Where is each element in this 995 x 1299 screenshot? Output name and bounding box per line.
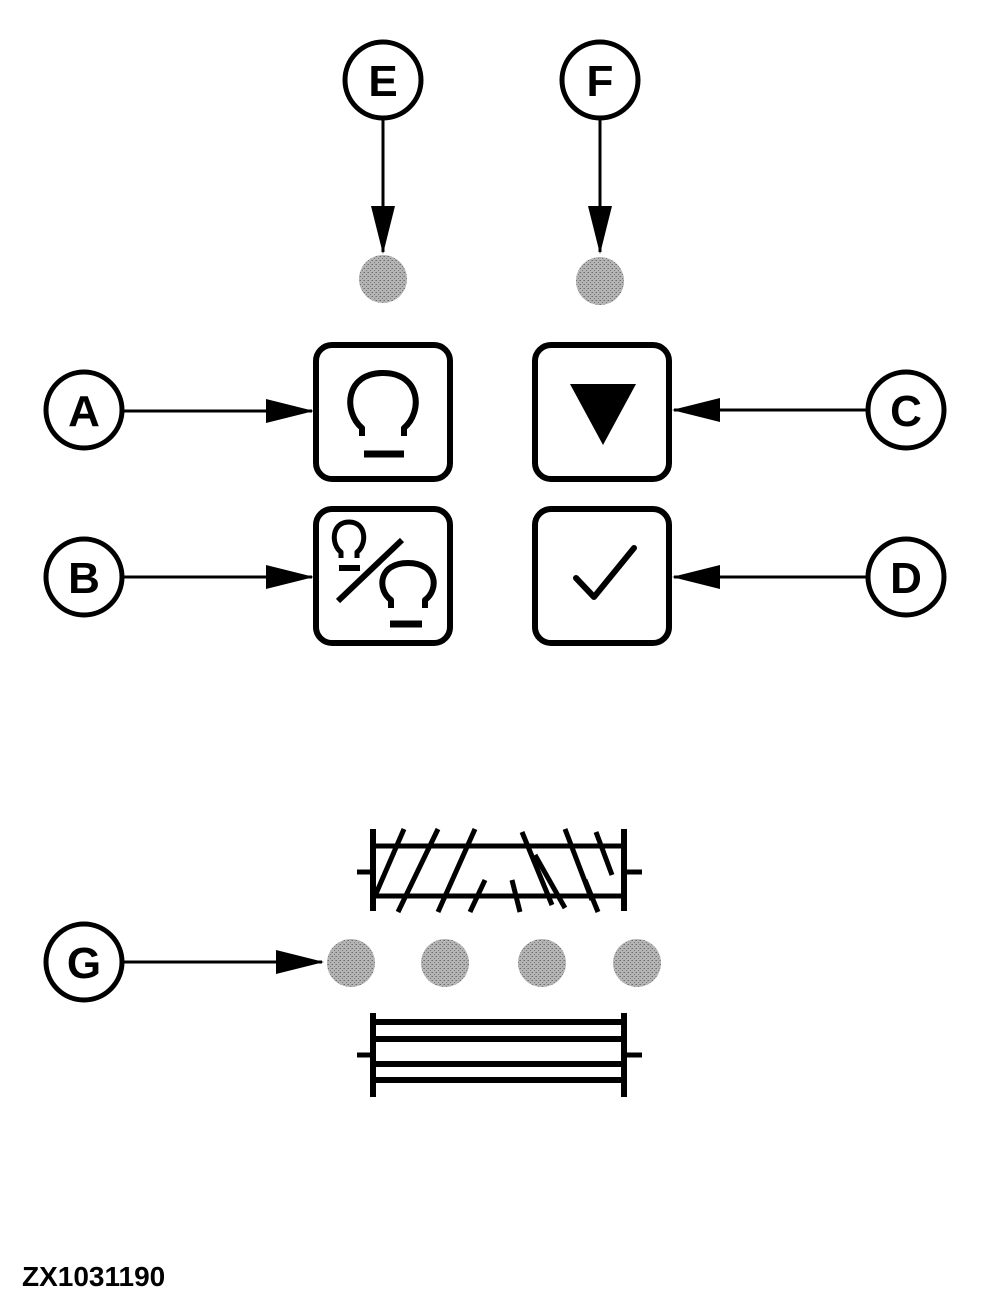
callout-e: E [342,39,424,254]
hatched-roller-icon [357,827,642,914]
indicator-g-led-2 [421,939,469,987]
callout-f-label: F [587,57,614,106]
callout-c: C [672,369,947,451]
callout-e-label: E [368,57,397,106]
down-triangle-icon [570,384,636,445]
callout-b-label: B [68,554,100,603]
button-d[interactable] [532,506,672,646]
callout-b: B [43,536,314,618]
indicator-g-led-1 [327,939,375,987]
button-a[interactable] [313,342,453,482]
light-toggle-icon [331,519,437,628]
callout-g: G [43,921,324,1003]
button-c[interactable] [532,342,672,482]
figure-id: ZX1031190 [22,1261,166,1292]
indicator-g-led-4 [613,939,661,987]
callout-d-label: D [890,554,922,603]
button-b[interactable] [313,506,453,646]
callout-a-label: A [68,387,100,436]
callout-g-label: G [67,939,101,988]
callout-a: A [43,369,314,451]
single-light-icon [347,370,419,458]
callout-c-label: C [890,387,922,436]
callout-d: D [672,536,947,618]
striped-roller-icon [357,1013,642,1097]
checkmark-icon [573,545,637,600]
callout-f: F [559,39,641,254]
indicator-f-led [576,257,624,305]
indicator-e-led [359,255,407,303]
indicator-g-led-3 [518,939,566,987]
